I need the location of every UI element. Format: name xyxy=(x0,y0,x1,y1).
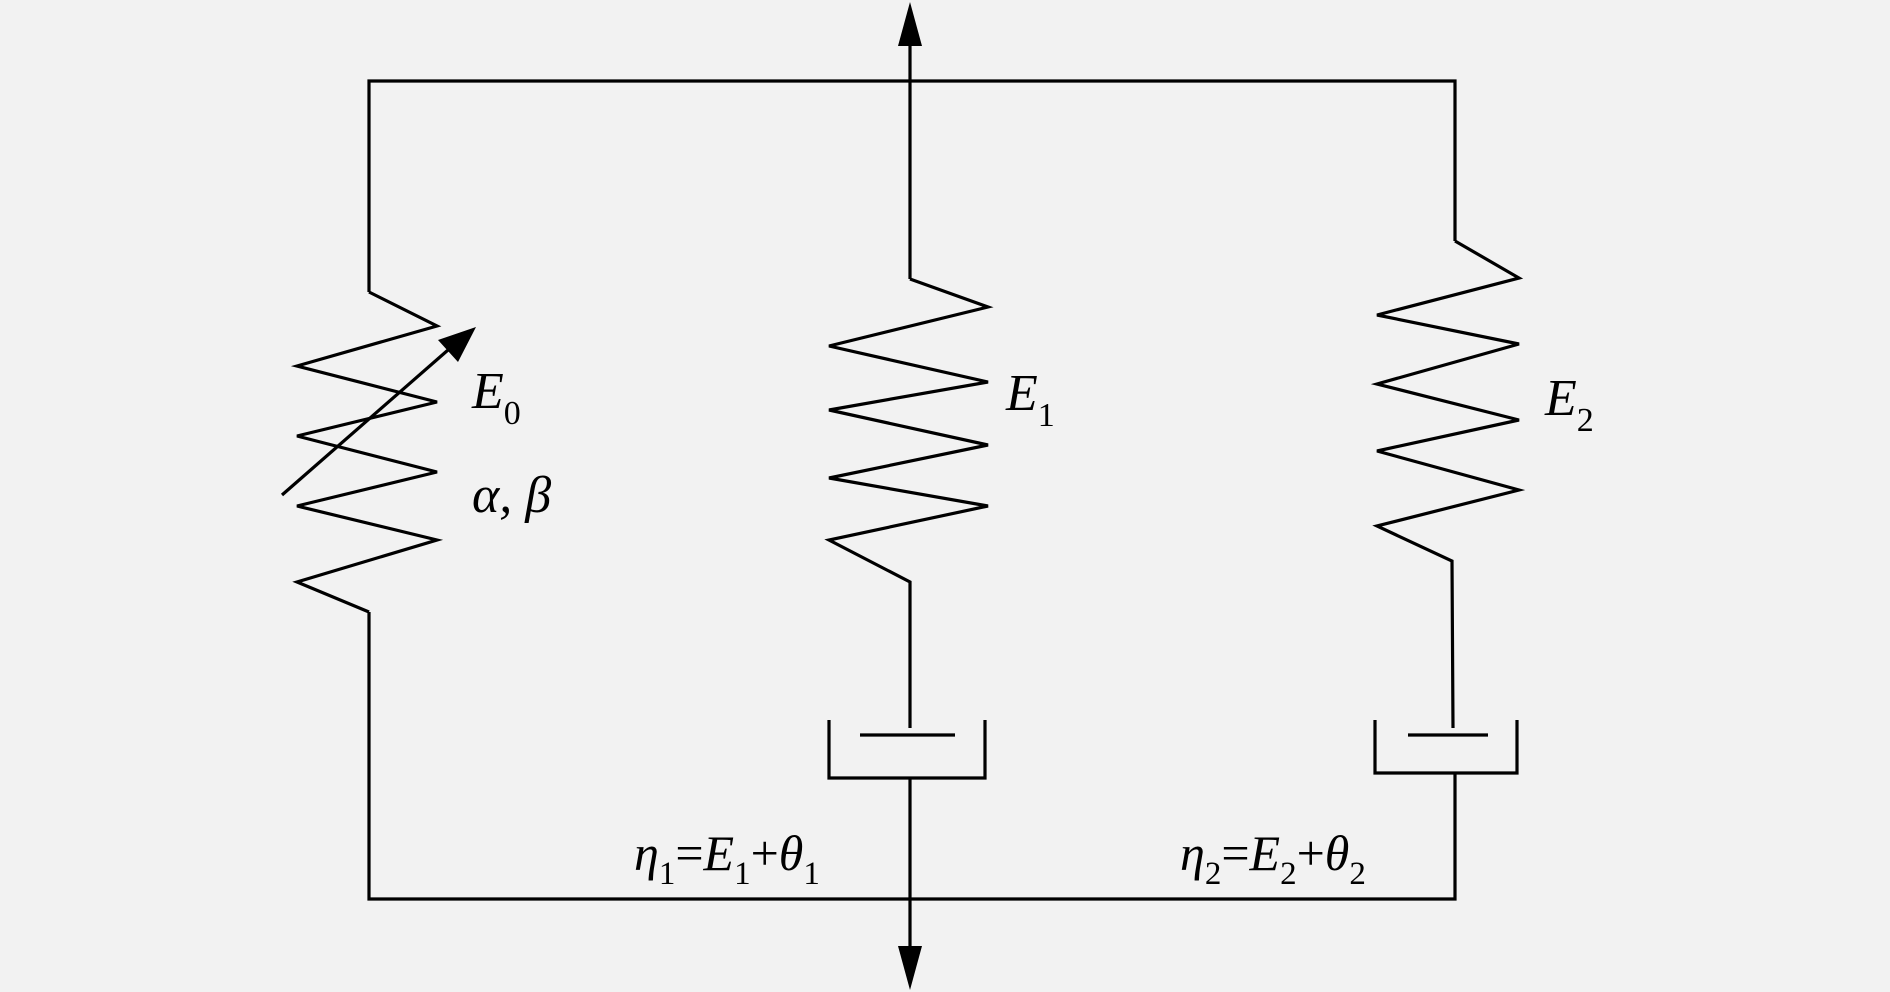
spring-e0-zigzag xyxy=(290,290,444,614)
spring-e0: E0 α, β xyxy=(280,290,551,614)
bottom-rail xyxy=(367,612,1457,901)
outer-frame xyxy=(367,79,1457,901)
dashpot-1: η1=E1+θ1 xyxy=(634,720,987,892)
load-axis xyxy=(898,2,922,990)
top-rail xyxy=(367,79,1457,292)
spring-e1: E1 xyxy=(824,277,1055,728)
spring-e1-label: E1 xyxy=(1005,365,1055,434)
arrow-up-icon xyxy=(898,2,922,46)
dashpot-1-cylinder xyxy=(827,720,987,780)
spring-e1-zigzag xyxy=(824,277,994,728)
spring-e2: E2 xyxy=(1370,239,1594,729)
dashpot-2-cylinder xyxy=(1373,720,1519,775)
spring-e2-zigzag xyxy=(1370,239,1526,729)
variable-arrow-icon xyxy=(438,327,476,362)
spring-e0-params: α, β xyxy=(472,467,551,524)
dashpot-2: η2=E2+θ2 xyxy=(1180,720,1519,892)
spring-e2-label: E2 xyxy=(1544,370,1594,439)
dashpot-2-formula: η2=E2+θ2 xyxy=(1180,825,1366,892)
arrow-down-icon xyxy=(898,946,922,990)
dashpot-1-formula: η1=E1+θ1 xyxy=(634,825,820,892)
spring-e0-label: E0 xyxy=(471,363,521,432)
variable-arrow-line xyxy=(280,348,450,497)
